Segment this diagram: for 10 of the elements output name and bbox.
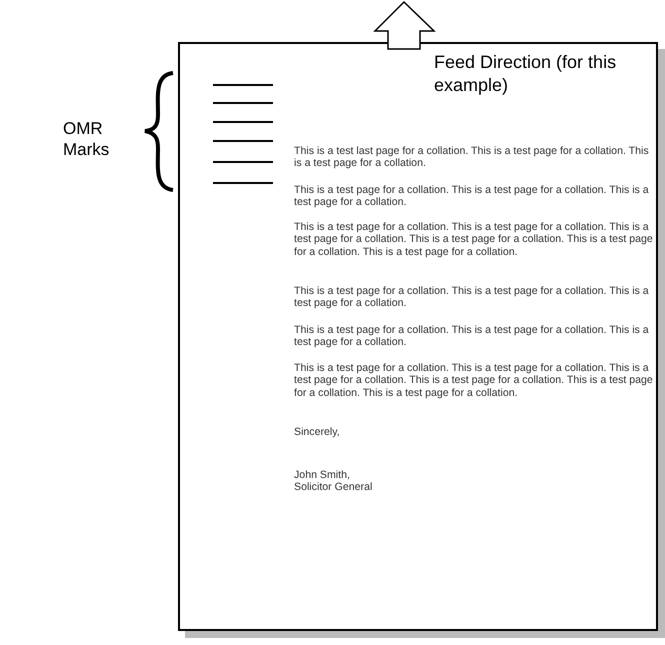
paragraph: This is a test page for a collation. This is a test page for a collation. This is a test page for a collation. This is a test page for a collation. This is a test page for a collation. This is a test page for a collation. xyxy=(294,221,654,258)
signature-text: John Smith, Solicitor General xyxy=(294,469,374,494)
closing-text: Sincerely, xyxy=(294,426,341,438)
paragraph: This is a test page for a collation. This is a test page for a collation. This is a test page for a collation. This is a test page for a collation. This is a test page for a collation. This is a test page for a collation. xyxy=(294,362,654,400)
paragraph: This is a test last page for a collation. This is a test page for a collation. This is a test page for a collation. xyxy=(294,145,650,170)
paragraph: This is a test page for a collation. This is a test page for a collation. This is a test page for a collation. xyxy=(294,324,650,349)
paragraph: This is a test page for a collation. This is a test page for a collation. This is a test page for a collation. xyxy=(294,285,650,310)
feed-direction-label: Feed Direction (for this example) xyxy=(434,51,618,96)
omr-marks-label: OMR Marks xyxy=(63,118,110,160)
paragraph: This is a test page for a collation. This is a test page for a collation. This is a test page for a collation. xyxy=(294,184,650,209)
